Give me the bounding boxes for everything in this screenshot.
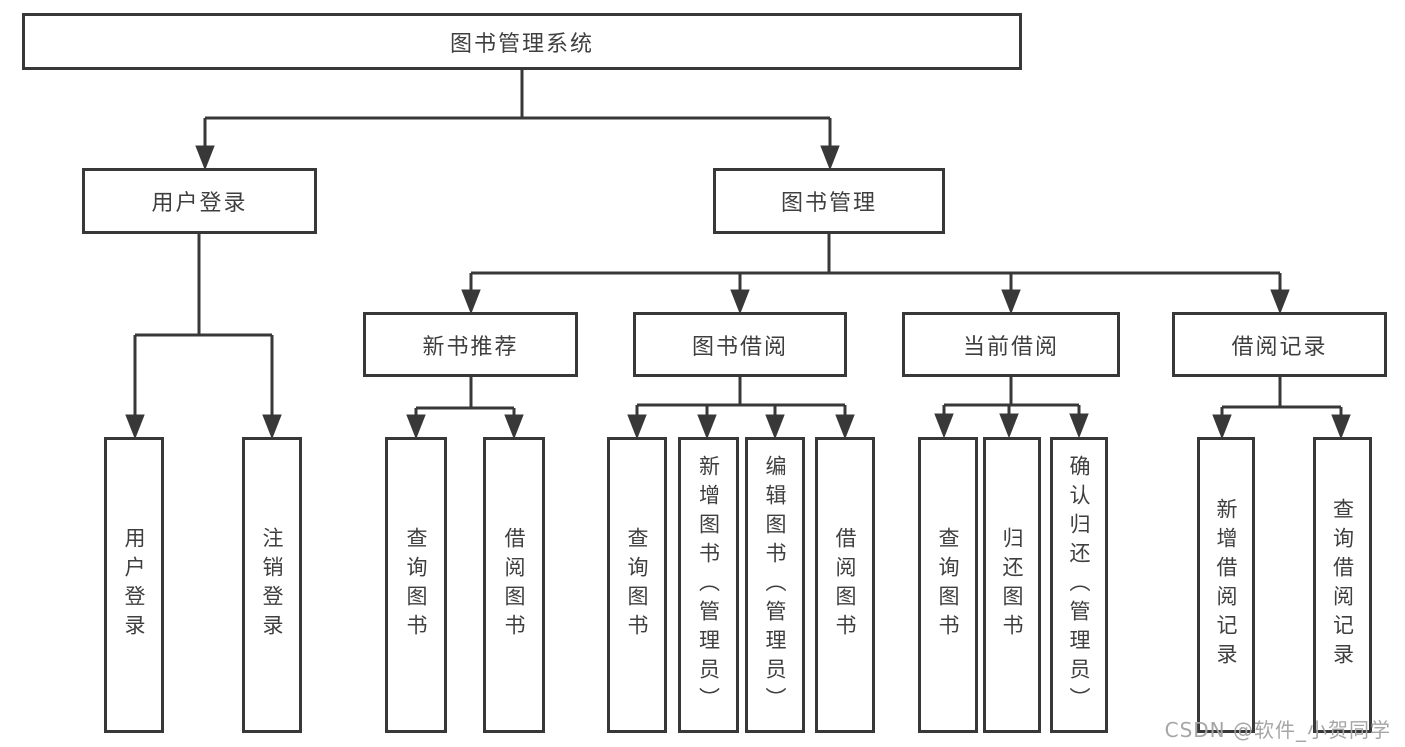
leaf-logout: 注销登录: [242, 437, 302, 733]
leaf-return-books: 归还图书: [983, 437, 1041, 733]
leaf-label: 确认归还（管理员）: [1067, 454, 1091, 716]
connector-path: [133, 70, 1343, 418]
node-new-book-recommendation: 新书推荐: [363, 312, 578, 377]
arrowhead: [627, 414, 647, 440]
node-label: 图书管理系统: [449, 31, 594, 57]
arrowhead: [504, 414, 524, 440]
node-borrowing-records: 借阅记录: [1172, 312, 1387, 377]
leaf-label: 查询图书: [936, 527, 960, 643]
leaf-label: 查询图书: [625, 527, 649, 643]
leaf-label: 查询图书: [404, 527, 428, 643]
arrowhead: [1212, 414, 1232, 440]
node-label: 用户登录: [151, 191, 248, 216]
arrowhead: [1270, 289, 1290, 315]
leaf-query-books-borrowing: 查询图书: [607, 437, 667, 733]
leaf-label: 借阅图书: [502, 527, 526, 643]
leaf-label: 查询借阅记录: [1330, 498, 1355, 672]
leaf-query-books-current: 查询图书: [918, 437, 978, 733]
leaf-label: 新增图书（管理员）: [696, 454, 721, 716]
arrowhead: [195, 145, 215, 171]
arrowhead: [1069, 413, 1089, 439]
leaf-add-borrow-record: 新增借阅记录: [1197, 437, 1255, 733]
leaf-label: 编辑图书（管理员）: [763, 454, 787, 716]
arrowhead: [125, 414, 145, 440]
arrowhead: [1331, 414, 1351, 440]
node-label: 图书管理: [780, 191, 877, 216]
node-label: 当前借阅: [962, 334, 1059, 360]
node-current-borrowing: 当前借阅: [902, 312, 1120, 377]
arrowhead: [262, 414, 282, 440]
leaf-label: 新增借阅记录: [1214, 498, 1238, 672]
csdn-watermark: CSDN @软件_小贺同学: [1164, 718, 1391, 742]
arrowhead: [765, 414, 785, 440]
leaf-confirm-return-admin: 确认归还（管理员）: [1050, 437, 1108, 733]
leaf-label: 借阅图书: [833, 527, 857, 643]
arrowhead: [1001, 289, 1021, 315]
arrowhead: [406, 414, 426, 440]
leaf-add-book-admin: 新增图书（管理员）: [678, 437, 739, 733]
node-label: 新书推荐: [422, 334, 519, 360]
arrowhead: [697, 414, 717, 440]
arrowhead: [999, 413, 1019, 439]
node-label: 图书借阅: [691, 334, 788, 360]
leaf-query-borrow-record: 查询借阅记录: [1313, 437, 1372, 733]
leaf-borrow-books: 借阅图书: [815, 437, 875, 733]
leaf-borrow-books-recommend: 借阅图书: [483, 437, 545, 733]
arrowhead: [934, 413, 954, 439]
leaf-edit-book-admin: 编辑图书（管理员）: [745, 437, 805, 733]
arrowhead: [835, 414, 855, 440]
arrowhead: [820, 145, 840, 171]
node-user-login: 用户登录: [82, 168, 317, 234]
leaf-label: 用户登录: [122, 527, 146, 643]
node-book-management: 图书管理: [713, 168, 945, 234]
node-book-borrowing: 图书借阅: [633, 312, 847, 377]
node-library-management-system: 图书管理系统: [22, 13, 1022, 70]
leaf-label: 归还图书: [1000, 527, 1024, 643]
arrowhead: [461, 289, 481, 315]
leaf-label: 注销登录: [260, 527, 284, 643]
arrowhead: [730, 289, 750, 315]
leaf-query-books-recommend: 查询图书: [385, 437, 447, 733]
node-label: 借阅记录: [1231, 334, 1328, 360]
leaf-user-login: 用户登录: [104, 437, 164, 733]
